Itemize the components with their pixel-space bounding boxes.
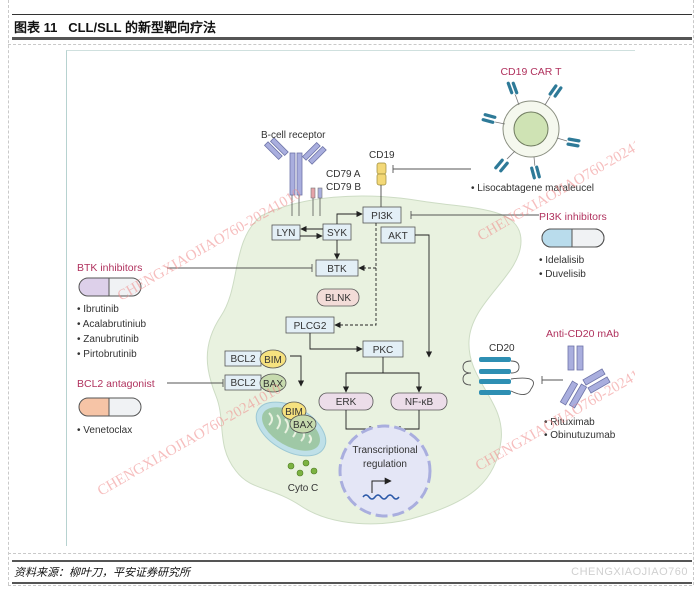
node-bcl2-bax: BCL2 [224,374,262,391]
b-cell-receptor-icon [263,137,327,196]
svg-text:PKC: PKC [373,345,394,356]
svg-text:BLNK: BLNK [325,293,351,304]
nucleus: Transcriptional regulation [338,424,432,518]
cd79b-label: CD79 B [326,182,361,193]
cd20-drug-2: • Obinutuzumab [544,430,616,441]
node-bim: BIM [259,349,287,369]
btk-drug-1: • Ibrutinib [77,304,119,315]
node-nfkb: NF-κB [390,392,448,411]
svg-text:BTK: BTK [327,264,347,275]
divider [8,44,692,45]
svg-text:BAX: BAX [263,379,283,390]
svg-text:LYN: LYN [277,228,296,239]
cd20-drug-1: • Rituximab [544,417,595,428]
node-btk: BTK [315,259,359,277]
dna-icon [362,494,400,500]
divider [8,585,692,586]
cd20-icon [462,357,534,395]
node-syk: SYK [322,223,352,241]
footer-watermark: CHENGXIAOJIAO760 [571,566,688,578]
transcription-label-2: regulation [363,459,407,470]
footer-bar: 资料来源：柳叶刀，平安证券研究所 CHENGXIAOJIAO760 [12,560,692,584]
node-akt: AKT [380,226,416,244]
svg-text:BIM: BIM [285,407,303,418]
svg-text:BAX: BAX [293,420,313,431]
bcr-label: B-cell receptor [261,130,326,141]
bcl2-drug-1: • Venetoclax [77,425,132,436]
node-erk: ERK [318,392,374,411]
divider [8,553,692,554]
btk-title: BTK inhibitors [77,262,142,274]
figure-title-bar: 图表 11 CLL/SLL 的新型靶向疗法 [12,14,692,40]
node-bax: BAX [259,373,287,393]
figure-panel: B-cell receptor CD79 A CD79 B CD19 [66,50,635,546]
cd19-icon [376,162,387,175]
svg-text:PLCG2: PLCG2 [294,321,327,332]
car-t-cell-icon [480,80,582,181]
page-frame [8,0,694,585]
cd20-label: CD20 [489,343,515,354]
node-bcl2-bim: BCL2 [224,350,262,367]
node-pi3k: PI3K [362,206,402,224]
pathway-diagram: B-cell receptor CD79 A CD79 B CD19 [77,66,635,525]
node-pkc: PKC [362,340,404,358]
cd79a-label: CD79 A [326,169,361,180]
svg-text:AKT: AKT [388,231,407,242]
figure-title: 图表 11 CLL/SLL 的新型靶向疗法 [14,20,217,35]
cyto-c-label: Cyto C [288,483,319,494]
svg-text:PI3K: PI3K [371,211,393,222]
anti-cd20-antibody-icon [559,345,611,409]
pi3k-drug-2: • Duvelisib [539,269,586,280]
transcription-arrow-icon [371,477,392,493]
btk-drug-3: • Zanubrutinib [77,334,139,345]
svg-text:SYK: SYK [327,228,347,239]
pi3k-drug-1: • Idelalisib [539,255,585,266]
cytochrome-c-dots [287,459,318,477]
svg-text:NF-κB: NF-κB [405,397,434,408]
cd79b-icon [317,187,323,199]
pi3k-capsule-icon [541,228,605,248]
cd79a-icon [310,187,316,199]
source-note: 资料来源：柳叶刀，平安证券研究所 [14,567,190,579]
pi3k-title: PI3K inhibitors [539,211,607,223]
cd20-title: Anti-CD20 mAb [546,328,619,340]
node-plcg2: PLCG2 [285,316,335,334]
svg-text:BCL2: BCL2 [230,378,255,389]
cart-title: CD19 CAR T [500,66,562,78]
btk-capsule-icon [78,277,142,297]
node-blnk: BLNK [316,288,360,307]
svg-text:BIM: BIM [264,355,282,366]
svg-text:ERK: ERK [336,397,357,408]
svg-text:BCL2: BCL2 [230,354,255,365]
node-bax-mito: BAX [289,414,317,434]
bcl2-capsule-icon [78,397,142,417]
btk-drug-2: • Acalabrutiniub [77,319,147,330]
bcl2-title: BCL2 antagonist [77,378,155,390]
cart-drug: • Lisocabtagene maraleucel [471,183,594,194]
node-lyn: LYN [271,224,301,241]
cd19-label: CD19 [369,150,395,161]
btk-drug-4: • Pirtobrutinib [77,349,137,360]
transcription-label-1: Transcriptional [352,445,417,456]
